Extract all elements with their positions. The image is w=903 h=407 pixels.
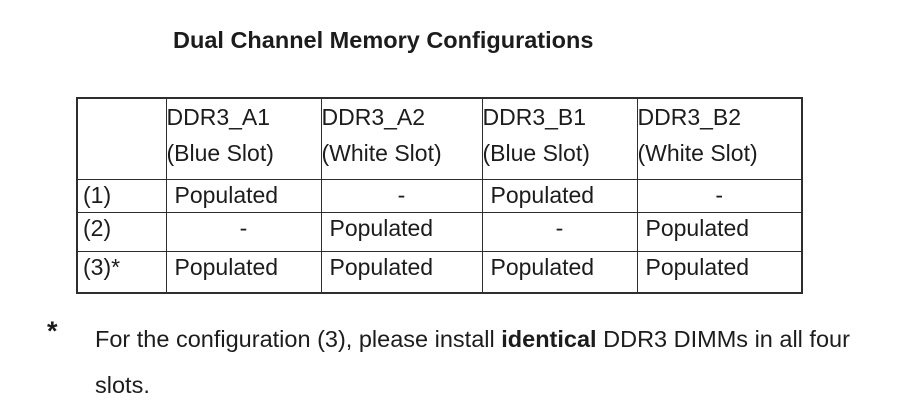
header-slot-name: DDR3_A1 — [166, 104, 271, 130]
header-slot-color: (White Slot) — [321, 140, 442, 166]
header-cell-ddr3-a1: DDR3_A1 (Blue Slot) — [165, 97, 322, 180]
table-cell: Populated — [636, 211, 803, 252]
header-slot-color: (Blue Slot) — [482, 140, 590, 166]
table-cell: Populated — [320, 211, 483, 252]
header-cell-corner — [76, 97, 167, 180]
table-header-row: DDR3_A1 (Blue Slot) DDR3_A2 (White Slot)… — [76, 97, 803, 180]
footnote-text-after: DDR3 DIMMs in all four — [596, 326, 850, 352]
table-cell: Populated — [636, 250, 803, 294]
footnote-line-2: slots. — [95, 372, 150, 398]
table-cell: Populated — [481, 250, 638, 294]
row-label: (1) — [76, 178, 167, 213]
row-label: (2) — [76, 211, 167, 252]
header-slot-color: (Blue Slot) — [166, 140, 274, 166]
table-cell: Populated — [165, 250, 322, 294]
header-slot-name: DDR3_A2 — [321, 104, 426, 130]
header-slot-color: (White Slot) — [637, 140, 758, 166]
table-cell: Populated — [481, 178, 638, 213]
row-label: (3)* — [76, 250, 167, 294]
table-cell: - — [165, 211, 322, 252]
header-slot-name: DDR3_B1 — [482, 104, 587, 130]
header-cell-ddr3-a2: DDR3_A2 (White Slot) — [320, 97, 483, 180]
footnote: * For the configuration (3), please inst… — [0, 316, 903, 407]
table-cell: - — [636, 178, 803, 213]
footnote-asterisk: * — [47, 316, 58, 346]
table-cell: Populated — [165, 178, 322, 213]
footnote-text: For the configuration (3), please instal… — [95, 316, 875, 407]
table-row-config-2: (2) - Populated - Populated — [76, 211, 803, 252]
footnote-bold-word: identical — [501, 326, 597, 352]
header-cell-ddr3-b1: DDR3_B1 (Blue Slot) — [481, 97, 638, 180]
table-row-config-1: (1) Populated - Populated - — [76, 178, 803, 213]
table-row-config-3: (3)* Populated Populated Populated Popul… — [76, 250, 803, 294]
table-cell: Populated — [320, 250, 483, 294]
footnote-text-before: For the configuration (3), please instal… — [95, 326, 502, 352]
table-cell: - — [320, 178, 483, 213]
table-cell: - — [481, 211, 638, 252]
header-cell-ddr3-b2: DDR3_B2 (White Slot) — [636, 97, 803, 180]
page-title: Dual Channel Memory Configurations — [173, 27, 594, 53]
memory-config-table: DDR3_A1 (Blue Slot) DDR3_A2 (White Slot)… — [76, 97, 803, 294]
footnote-line-1: For the configuration (3), please instal… — [95, 316, 875, 362]
header-slot-name: DDR3_B2 — [637, 104, 742, 130]
